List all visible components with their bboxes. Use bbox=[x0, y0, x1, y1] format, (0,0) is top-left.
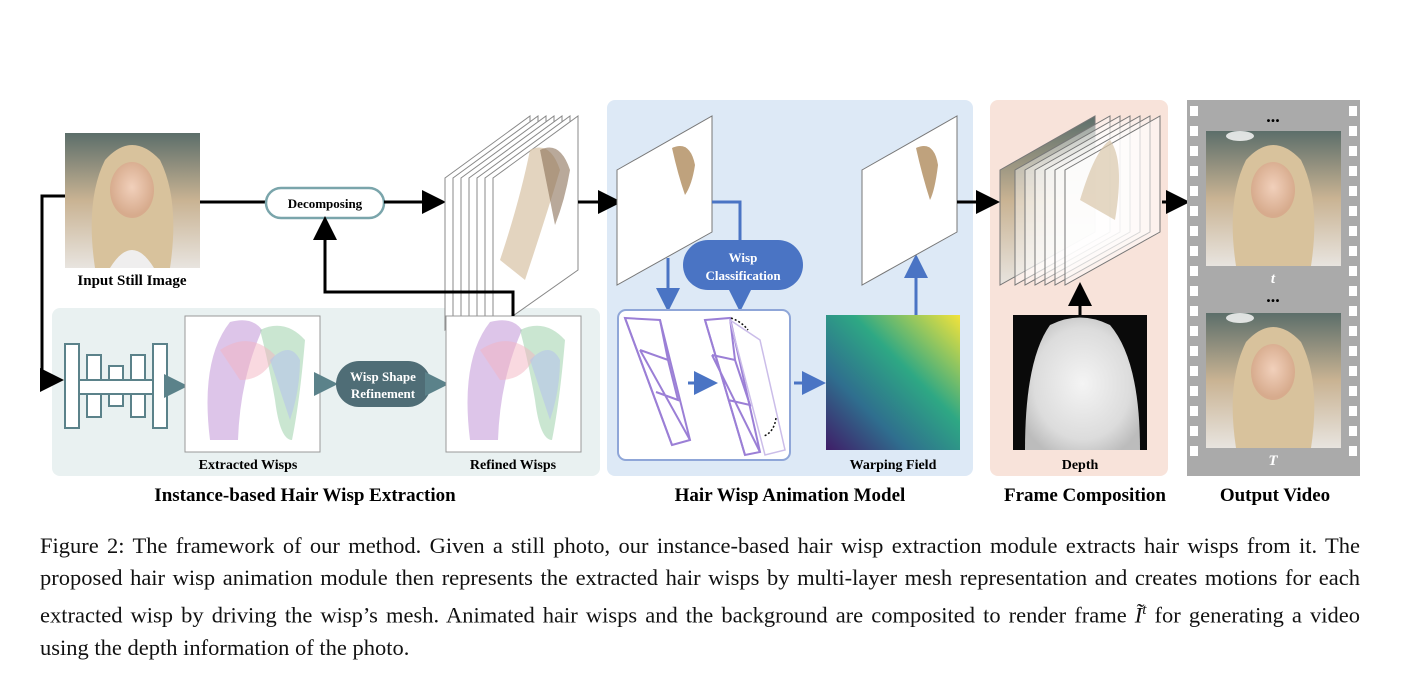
caption-text-a: The framework of our method. Given a sti… bbox=[40, 533, 1361, 628]
decomposed-wisp-layers bbox=[444, 115, 579, 331]
framework-figure: Input Still Image Decomposing Extract bbox=[40, 100, 1360, 506]
caption-sup: t bbox=[1142, 602, 1147, 618]
wisp-shape-refinement-node bbox=[336, 361, 431, 407]
animated-wisp-layer bbox=[861, 115, 958, 286]
figure-caption: Figure 2: The framework of our method. G… bbox=[40, 530, 1360, 664]
output-ellipsis-top: ... bbox=[1266, 106, 1280, 126]
input-still-image-label: Input Still Image bbox=[77, 273, 187, 289]
wisp-classification-label-1: Wisp bbox=[729, 250, 758, 265]
output-frame-t-label: t bbox=[1271, 271, 1276, 287]
output-ellipsis-mid: ... bbox=[1266, 286, 1280, 306]
output-frame-t bbox=[1206, 131, 1341, 266]
wisp-classification-label-2: Classification bbox=[705, 268, 781, 283]
extracted-wisps-label: Extracted Wisps bbox=[199, 458, 298, 473]
encoder-decoder-network bbox=[64, 343, 168, 429]
depth-image bbox=[1013, 315, 1147, 450]
output-video-filmstrip bbox=[1187, 100, 1360, 476]
wisp-mesh-panel bbox=[617, 309, 791, 461]
section-title-animation: Hair Wisp Animation Model bbox=[675, 485, 906, 506]
decomposing-label: Decomposing bbox=[288, 196, 363, 211]
caption-text-b: for generating a video using the depth i… bbox=[40, 602, 1360, 660]
wisp-classification-node bbox=[683, 240, 803, 290]
single-wisp-layer bbox=[616, 115, 713, 286]
wisp-shape-refinement-label-2: Refinement bbox=[351, 386, 416, 401]
section-title-extraction: Instance-based Hair Wisp Extraction bbox=[154, 485, 456, 506]
input-still-image bbox=[65, 133, 200, 268]
extracted-wisps-image bbox=[184, 315, 321, 453]
wisp-shape-refinement-label-1: Wisp Shape bbox=[350, 369, 416, 384]
warping-field-label: Warping Field bbox=[850, 458, 937, 473]
depth-label: Depth bbox=[1062, 458, 1099, 473]
warping-field-image bbox=[826, 315, 960, 450]
caption-math: Ĩ bbox=[1134, 602, 1143, 628]
refined-wisps-label: Refined Wisps bbox=[470, 458, 557, 473]
caption-prefix: Figure 2: bbox=[40, 533, 125, 558]
composited-frame-layers bbox=[999, 115, 1161, 286]
output-frame-T bbox=[1206, 313, 1341, 448]
section-title-composition: Frame Composition bbox=[1004, 485, 1166, 506]
refined-wisps-image bbox=[445, 315, 582, 453]
section-title-output: Output Video bbox=[1220, 485, 1330, 506]
output-frame-T-label: T bbox=[1268, 453, 1278, 469]
